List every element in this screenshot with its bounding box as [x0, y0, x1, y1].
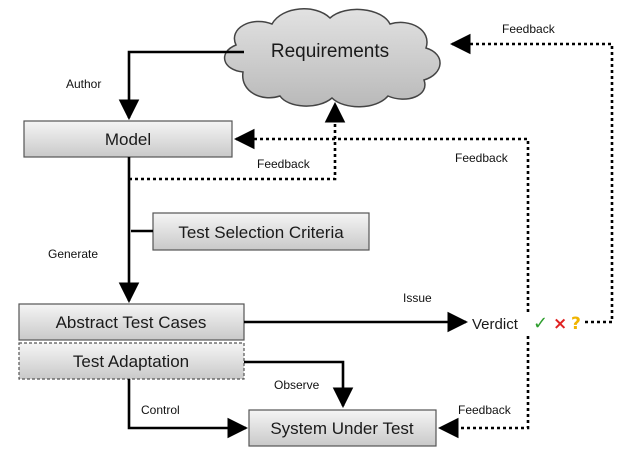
feedback-verdict-to-requirements [449, 33, 614, 324]
test-selection-label: Test Selection Criteria [178, 223, 344, 242]
control-label: Control [141, 403, 180, 417]
feedback-req-label: Feedback [455, 151, 509, 165]
cloud-shape [224, 8, 441, 108]
test-adaptation-label: Test Adaptation [73, 352, 189, 371]
issue-label: Issue [403, 291, 432, 305]
author-label: Author [66, 77, 101, 91]
feedback-model-label: Feedback [257, 157, 311, 171]
model-box: Model [23, 120, 233, 158]
feedback-arrows [129, 33, 614, 439]
test-selection-box: Test Selection Criteria [152, 212, 370, 251]
feedback-verdict-to-model [233, 128, 530, 312]
pass-check-icon: ✓ [533, 313, 548, 334]
abstract-test-cases-box: Abstract Test Cases [18, 303, 245, 341]
edge-labels: Author Generate Issue Observe Control Fe… [48, 22, 556, 417]
inconclusive-question-icon: ? [571, 314, 581, 334]
solid-arrows [118, 50, 469, 439]
feedback-top-label: Feedback [502, 22, 556, 36]
feedback-sut-label: Feedback [458, 403, 512, 417]
sut-box: System Under Test [248, 409, 437, 447]
requirements-label: Requirements [271, 41, 389, 62]
feedback-model-to-requirements [129, 101, 346, 181]
sut-label: System Under Test [270, 419, 414, 438]
author-arrow [118, 50, 244, 121]
requirements-cloud: Requirements [224, 8, 441, 108]
generate-label: Generate [48, 247, 98, 261]
verdict-group: Verdict ✓ × ? [472, 313, 581, 334]
model-label: Model [105, 130, 151, 149]
control-arrow [127, 379, 249, 439]
observe-arrow [244, 360, 354, 409]
fail-cross-icon: × [553, 314, 567, 334]
abstract-test-cases-label: Abstract Test Cases [56, 313, 207, 332]
verdict-label: Verdict [472, 316, 519, 333]
test-adaptation-box: Test Adaptation [18, 342, 245, 380]
observe-label: Observe [274, 378, 320, 392]
feedback-verdict-to-sut [437, 336, 530, 439]
